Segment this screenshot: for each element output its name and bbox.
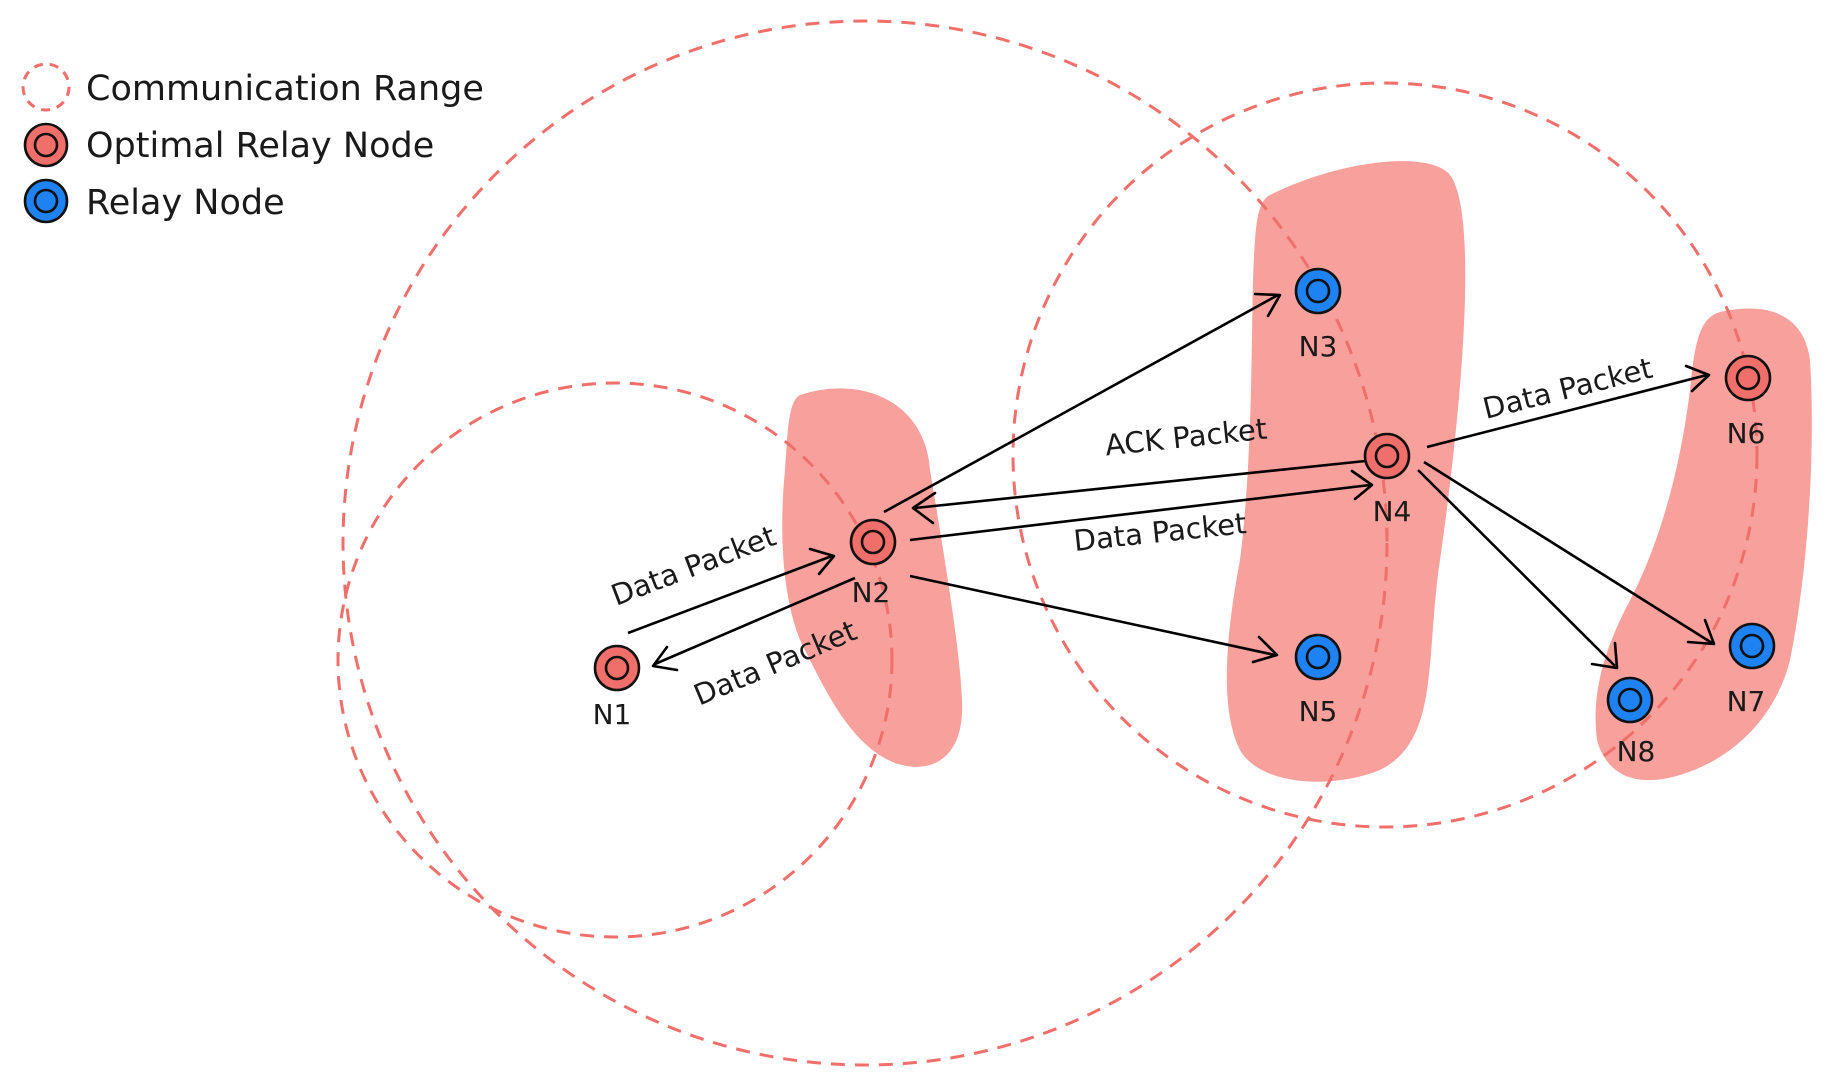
- node-n6: N6: [1724, 354, 1772, 450]
- highlight-group-n3-n4-n5: [1226, 161, 1466, 782]
- edge-label-n2-to-n4: Data Packet: [1072, 506, 1248, 558]
- range-circle-n1: [336, 381, 894, 939]
- edge-n2-to-n1: [654, 576, 856, 666]
- legend-range-icon: [21, 62, 71, 112]
- legend-optimal-icon-inner: [33, 132, 59, 158]
- legend-optimal-icon: [23, 122, 69, 168]
- edge-n4-to-n6: [1426, 373, 1708, 449]
- legend-range-label: Communication Range: [86, 69, 484, 109]
- edge-n4-to-n7: [1423, 460, 1713, 645]
- node-n1: N1: [593, 644, 641, 731]
- edge-n1-to-n2: [627, 554, 833, 635]
- node-n3-inner: [1305, 278, 1331, 304]
- edge-label-n4-to-n2: ACK Packet: [1103, 412, 1268, 463]
- node-n7: N7: [1727, 622, 1776, 718]
- edge-n2-to-n5: [909, 574, 1276, 657]
- node-n7-inner: [1739, 633, 1765, 659]
- node-n1-inner: [604, 655, 630, 681]
- arrowhead-n1-to-n2: [808, 547, 836, 576]
- node-n2-label: N2: [852, 576, 891, 609]
- arrowhead-n4-to-n8: [1590, 641, 1619, 670]
- communication-ranges: [336, 19, 1759, 1067]
- legend: Communication Range Optimal Relay Node R…: [21, 62, 484, 224]
- arrowhead-n4-to-n7: [1686, 618, 1716, 646]
- arrowhead-n2-to-n1: [651, 645, 679, 672]
- node-n8: N8: [1606, 676, 1656, 768]
- node-n1-label: N1: [593, 698, 632, 731]
- arrowhead-n2-to-n5: [1251, 635, 1279, 664]
- legend-relay-icon: [23, 178, 69, 224]
- node-n8-inner: [1617, 687, 1643, 713]
- edges: [627, 292, 1716, 672]
- node-n3-label: N3: [1299, 330, 1338, 363]
- node-n8-label: N8: [1617, 735, 1656, 768]
- node-n6-label: N6: [1727, 417, 1766, 450]
- edge-label-n4-to-n6: Data Packet: [1479, 351, 1655, 426]
- edge-n4-to-n2: [914, 458, 1376, 510]
- node-n2-outer: [849, 518, 897, 566]
- node-n4-outer: [1363, 432, 1411, 480]
- node-n7-outer: [1728, 622, 1776, 670]
- node-n3-outer: [1294, 267, 1342, 315]
- node-n5-inner: [1305, 644, 1331, 670]
- node-n5: N5: [1294, 633, 1342, 728]
- node-n7-label: N7: [1727, 685, 1766, 718]
- node-n6-outer: [1724, 354, 1772, 402]
- node-n3: N3: [1294, 267, 1342, 363]
- nodes: N1 N2 N3 N4 N5 N6 N7: [593, 267, 1776, 768]
- range-circle-n4: [1011, 81, 1759, 829]
- edge-labels: Data Packet Data Packet ACK Packet Data …: [606, 351, 1655, 712]
- node-n4: N4: [1363, 432, 1412, 528]
- range-circle-n2: [341, 19, 1389, 1067]
- edge-label-n1-to-n2: Data Packet: [606, 519, 780, 613]
- node-n4-inner: [1374, 443, 1400, 469]
- node-n5-label: N5: [1299, 695, 1338, 728]
- arrowhead-n2-to-n4: [1350, 469, 1374, 501]
- node-n2-inner: [860, 529, 886, 555]
- edge-n2-to-n4: [909, 483, 1371, 542]
- edge-n2-to-n3: [883, 293, 1279, 514]
- node-n6-inner: [1735, 365, 1761, 391]
- node-n8-outer: [1606, 676, 1654, 724]
- arrowhead-n4-to-n2: [911, 491, 937, 525]
- node-n4-label: N4: [1373, 495, 1412, 528]
- edge-n4-to-n8: [1417, 469, 1616, 667]
- arrowhead-n2-to-n3: [1253, 292, 1282, 318]
- legend-optimal-label: Optimal Relay Node: [86, 126, 434, 166]
- legend-relay-label: Relay Node: [86, 183, 285, 223]
- arrowhead-n4-to-n6: [1684, 364, 1711, 393]
- node-n1-outer: [593, 644, 641, 692]
- legend-relay-icon-inner: [33, 188, 59, 214]
- node-n5-outer: [1294, 633, 1342, 681]
- relay-group-highlights: [782, 161, 1812, 782]
- node-n2: N2: [849, 518, 897, 609]
